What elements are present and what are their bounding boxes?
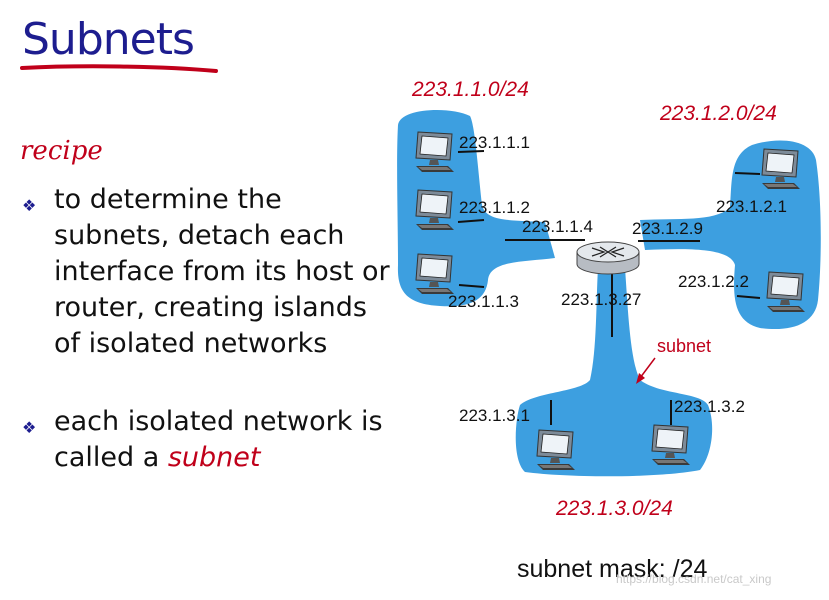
- subnet-label-1: 223.1.1.0/24: [411, 78, 529, 101]
- iface-label-223-1-3-27: 223.1.3.27: [561, 290, 641, 309]
- bullet-text-2: each isolated network is called a subnet: [54, 404, 394, 476]
- subnet-pointer-label: subnet: [657, 336, 711, 356]
- iface-label-223-1-1-2: 223.1.1.2: [459, 198, 530, 217]
- subnet-pointer-arrow: [636, 357, 656, 384]
- subnet-label-2: 223.1.2.0/24: [659, 102, 777, 125]
- subnet-blob-3: [515, 268, 713, 477]
- iface-label-223-1-3-2: 223.1.3.2: [674, 397, 745, 416]
- recipe-label: recipe: [20, 136, 103, 166]
- bullet-text-1: to determine the subnets, detach each in…: [54, 184, 390, 359]
- iface-label-223-1-2-1: 223.1.2.1: [716, 197, 787, 216]
- subnet-mask-caption: subnet mask: /24: [517, 555, 708, 583]
- router-icon: [576, 241, 640, 275]
- diamond-bullet-icon: ❖: [22, 418, 37, 437]
- iface-label-223-1-2-9: 223.1.2.9: [632, 219, 703, 238]
- iface-label-223-1-1-1: 223.1.1.1: [459, 133, 530, 152]
- iface-label-223-1-3-1: 223.1.3.1: [459, 406, 530, 425]
- subnet-label-3: 223.1.3.0/24: [555, 497, 673, 520]
- diamond-bullet-icon: ❖: [22, 196, 37, 215]
- iface-label-223-1-1-3: 223.1.1.3: [448, 292, 519, 311]
- subnet-emphasis: subnet: [167, 442, 261, 473]
- iface-label-223-1-2-2: 223.1.2.2: [678, 272, 749, 291]
- iface-label-223-1-1-4: 223.1.1.4: [522, 217, 593, 236]
- interface-links: [457, 150, 761, 425]
- slide-title: Subnets: [22, 14, 195, 65]
- watermark: https://blog.csdn.net/cat_xing: [616, 572, 772, 586]
- title-underline: [20, 64, 218, 73]
- bullet-text-2-prefix: each isolated network is called a: [54, 406, 383, 473]
